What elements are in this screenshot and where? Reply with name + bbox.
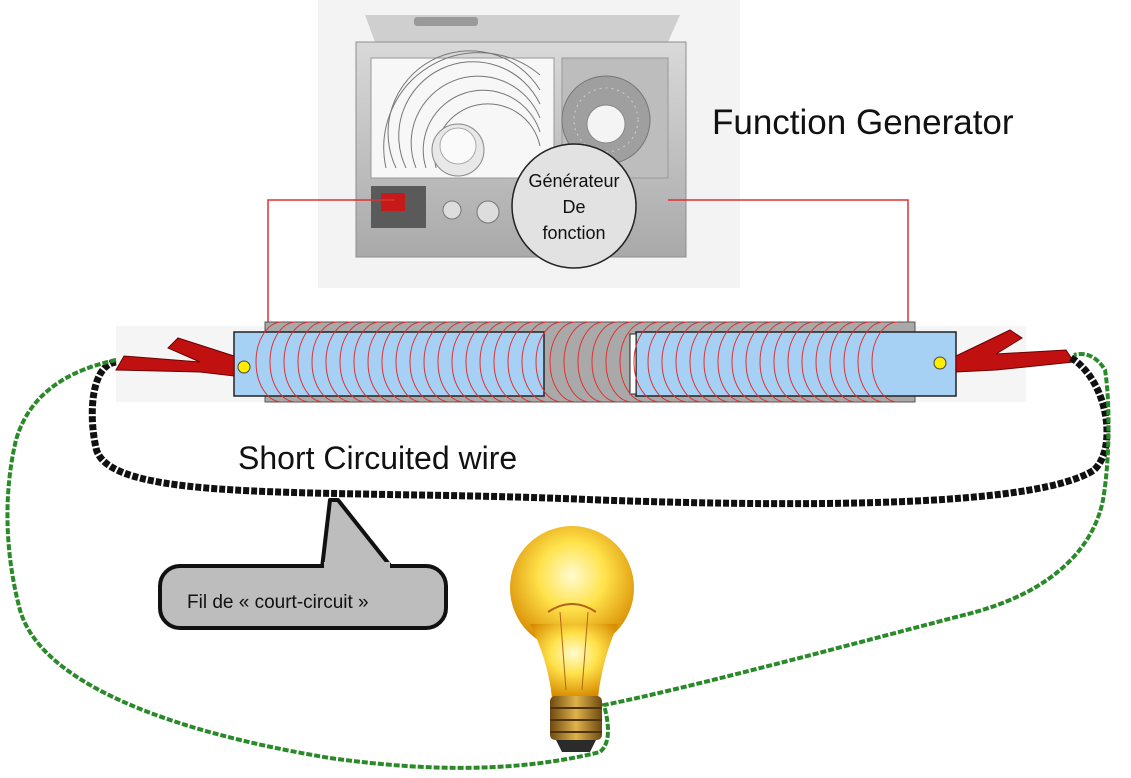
coil-turn: [843, 321, 871, 403]
bubble-line-1: Générateur: [528, 171, 620, 191]
right-terminal: [933, 356, 947, 370]
coil-turn: [605, 321, 633, 403]
coil-turn: [773, 321, 801, 403]
coil-turn: [451, 321, 479, 403]
shorting-wire: [88, 354, 1111, 508]
coil-turn: [437, 321, 465, 403]
coil-turn: [787, 321, 815, 403]
coil-turn: [395, 321, 423, 403]
coil-turn: [311, 321, 339, 403]
lamp-wire: [5, 351, 1111, 770]
coil-turn: [647, 321, 675, 403]
coil-turn: [689, 321, 717, 403]
coil: [255, 321, 899, 403]
coil-turn: [367, 321, 395, 403]
coil-turn: [745, 321, 773, 403]
bubble-line-2: De: [562, 197, 586, 217]
short-circuited-wire-label: Short Circuited wire: [238, 440, 518, 476]
coil-turn: [759, 321, 787, 403]
coil-turn: [717, 321, 745, 403]
coil-turn: [339, 321, 367, 403]
coil-turn: [297, 321, 325, 403]
bubble-shape: [511, 143, 637, 269]
coil-turn: [465, 321, 493, 403]
coil-turn: [857, 321, 885, 403]
coil-turn: [507, 321, 535, 403]
coil-turn: [871, 321, 899, 403]
coil-turn: [493, 321, 521, 403]
coil-turn: [353, 321, 381, 403]
coil-turn: [521, 321, 549, 403]
coil-turn: [801, 321, 829, 403]
coil-turn: [325, 321, 353, 403]
light-bulb-icon: [510, 526, 634, 752]
bubble-label: Générateur De fonction: [512, 168, 636, 246]
coil-turn: [423, 321, 451, 403]
coil-turn: [269, 321, 297, 403]
coil-turn: [563, 321, 591, 403]
coil-turn: [633, 321, 661, 403]
coil-turn: [255, 321, 283, 403]
left-terminal: [237, 360, 251, 374]
generator-leads: [267, 199, 909, 322]
coil-turn: [283, 321, 311, 403]
coil-turn: [703, 321, 731, 403]
function-generator-label: Function Generator: [712, 103, 1014, 142]
coil-turn: [661, 321, 689, 403]
alligator-clip-icon: [955, 329, 1075, 373]
alligator-clip-icon: [115, 337, 235, 377]
coil-turn: [409, 321, 437, 403]
coil-turn: [829, 321, 857, 403]
callout-text: Fil de « court-circuit »: [187, 592, 369, 613]
function-generator-icon: [318, 0, 740, 288]
bubble-line-3: fonction: [542, 223, 606, 243]
coil-turn: [591, 321, 619, 403]
coil-turn: [731, 321, 759, 403]
coil-turn: [619, 321, 647, 403]
coil-turn: [479, 321, 507, 403]
coil-turn: [535, 321, 563, 403]
callout-box: [158, 498, 448, 630]
coil-turn: [815, 321, 843, 403]
coil-turn: [381, 321, 409, 403]
coil-turn: [549, 321, 577, 403]
coil-turn: [577, 321, 605, 403]
coil-turn: [675, 321, 703, 403]
